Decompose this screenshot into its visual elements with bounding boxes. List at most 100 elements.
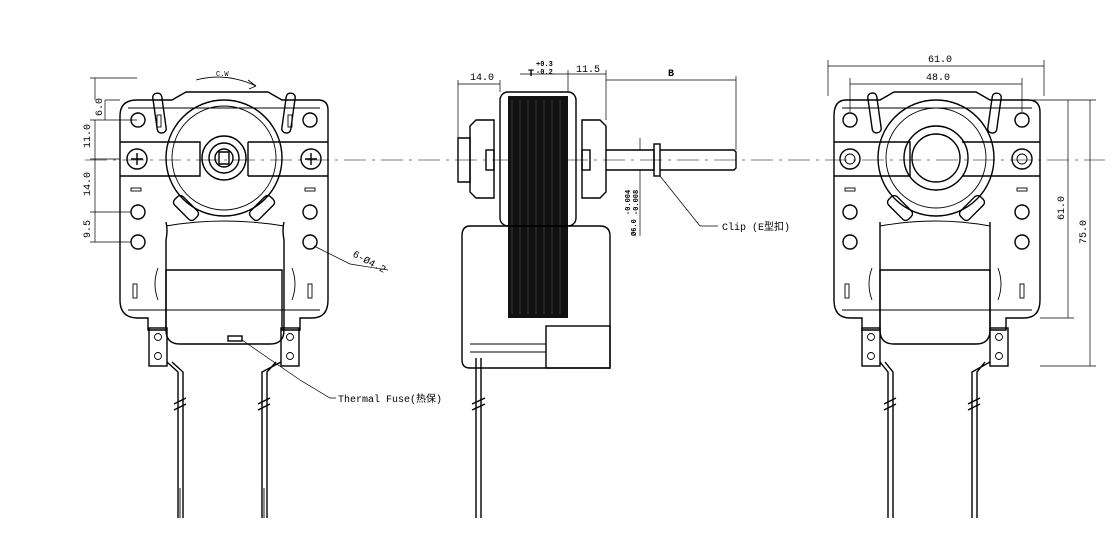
side-bearing-left — [469, 119, 495, 199]
back-break-right — [967, 397, 981, 411]
back-break-left — [883, 397, 897, 411]
front-screw-right-cross — [305, 153, 317, 165]
dim-t: T — [528, 69, 534, 80]
dim-14: 14.0 — [83, 172, 94, 196]
back-dim-lines — [828, 65, 1044, 85]
back-hole-5 — [1014, 204, 1030, 220]
back-slot — [1016, 187, 1028, 192]
back-coil-cover — [879, 222, 991, 345]
shaft-diameter: Ø6.0 — [630, 219, 639, 236]
front-terminal-right — [280, 327, 300, 367]
back-terminal-hole — [867, 352, 875, 360]
dim-t-plus: +0.3 — [536, 61, 553, 69]
dim-11: 11.0 — [83, 124, 94, 148]
front-hole-6 — [302, 234, 318, 250]
back-lead-left — [879, 361, 894, 518]
dim-6: 6.0 — [95, 98, 106, 116]
dim-61-top: 61.0 — [928, 55, 952, 66]
front-screw-left-cross — [131, 153, 143, 165]
side-terminal-block — [545, 325, 611, 369]
dim-9-5: 9.5 — [83, 220, 94, 238]
fuse-leader — [241, 339, 336, 399]
shaft-tol-2: -0.008 — [633, 190, 641, 215]
back-side-bulges — [868, 267, 1002, 301]
back-boss-inner — [911, 133, 961, 183]
side-lamination-lines — [511, 100, 561, 314]
back-bracket-bar — [834, 141, 1040, 177]
front-hole-3 — [130, 234, 146, 250]
back-hole-4 — [1014, 112, 1030, 128]
holes-label: 6-Ø4.2 — [350, 249, 387, 277]
back-slot — [844, 283, 850, 299]
front-slot — [287, 114, 293, 128]
back-hole-3 — [842, 234, 858, 250]
back-slot — [844, 187, 856, 192]
side-lead — [475, 358, 482, 518]
front-lead-left — [166, 361, 184, 518]
front-screw-right — [300, 148, 322, 170]
front-lead-right — [261, 361, 282, 518]
front-shaft-flat — [218, 151, 230, 165]
back-hole-6 — [1014, 234, 1030, 250]
front-housing — [165, 99, 283, 217]
back-terminal-hole — [867, 333, 875, 341]
front-terminal-hole — [154, 352, 162, 360]
back-clip-tr — [987, 92, 1002, 134]
back-hole-1 — [842, 112, 858, 128]
back-terminal-hole — [995, 333, 1003, 341]
front-frame-inner — [128, 107, 320, 311]
back-frame-inner — [842, 107, 1032, 311]
side-lamination — [508, 96, 568, 318]
rotation-arrowhead — [247, 79, 257, 90]
dim-b: B — [668, 69, 674, 80]
front-bracket-bar — [120, 141, 328, 177]
dim-48: 48.0 — [926, 73, 950, 84]
front-bearing — [201, 135, 247, 181]
front-clip-tr — [281, 92, 296, 134]
back-screw-right-inner — [1016, 153, 1028, 165]
back-clip-tl — [867, 92, 882, 134]
front-hole-5 — [302, 204, 318, 220]
front-screw-left — [126, 148, 148, 170]
back-terminal-hole — [995, 352, 1003, 360]
thermal-fuse-label: Thermal Fuse(热保) — [338, 392, 442, 406]
back-clip-bl — [886, 194, 914, 222]
front-dim-lines — [94, 100, 106, 242]
front-view — [90, 76, 389, 518]
front-coil-top — [165, 220, 285, 227]
front-terminal-left — [148, 327, 168, 367]
front-housing-ring — [171, 105, 277, 211]
side-coil-body — [461, 225, 611, 369]
clip-label: Clip (E型扣) — [722, 220, 790, 234]
side-clip-left — [485, 149, 495, 171]
holes-leader — [313, 245, 389, 271]
front-ext-lines — [94, 78, 120, 101]
dim-11-5: 11.5 — [576, 65, 600, 76]
front-terminal-hole — [286, 352, 294, 360]
front-slot — [156, 114, 162, 128]
shaft-tol-1: -0.004 — [625, 190, 633, 215]
thermal-fuse — [227, 335, 243, 342]
side-boss-left — [457, 137, 471, 183]
side-clip-right — [581, 149, 591, 171]
back-terminal-left — [861, 327, 881, 367]
back-housing — [877, 99, 995, 217]
back-screw-right — [1011, 148, 1033, 170]
front-frame — [119, 91, 329, 331]
back-view — [827, 60, 1096, 518]
clip-leader — [659, 175, 718, 227]
front-clip-tl — [152, 92, 167, 134]
front-slot — [130, 187, 142, 192]
back-terminal-right — [989, 327, 1009, 367]
back-coil-top — [879, 220, 991, 227]
dim-75: 75.0 — [1079, 220, 1090, 244]
side-dim-lines — [458, 73, 736, 85]
side-bearing-right — [581, 119, 607, 199]
front-slot — [132, 283, 138, 299]
back-screw-left-inner — [844, 153, 856, 165]
front-clip-bl — [172, 194, 200, 222]
front-hole-2 — [130, 204, 146, 220]
front-slot — [307, 283, 313, 299]
back-lead-right — [971, 361, 991, 518]
front-break-right — [257, 397, 271, 411]
